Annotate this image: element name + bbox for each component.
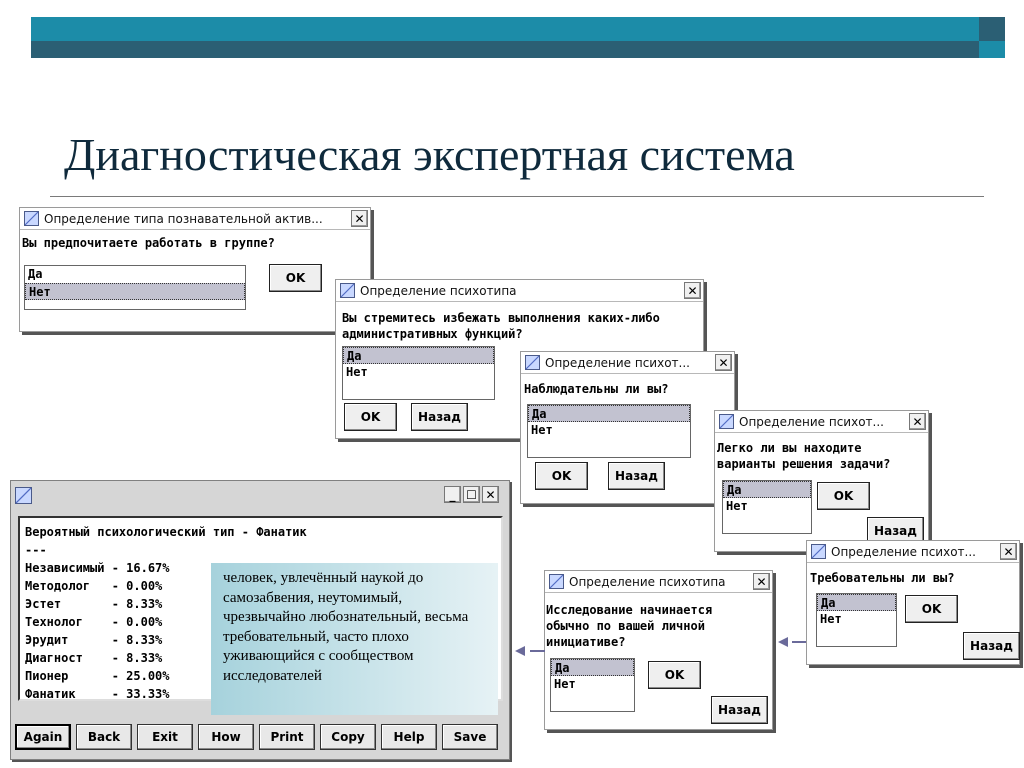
again-button[interactable]: Again: [15, 724, 71, 750]
slide-top-bar: [31, 17, 979, 41]
psychotype-description: человек, увлечённый наукой до самозабвен…: [211, 563, 498, 715]
dialog-titlebar[interactable]: Определение психотипа ✕: [336, 280, 703, 302]
back-button[interactable]: Назад: [608, 462, 665, 490]
option-yes[interactable]: Да: [723, 481, 811, 498]
close-icon[interactable]: ✕: [909, 413, 926, 430]
arrow-line: [792, 641, 806, 643]
question-text: Вы предпочитаете работать в группе?: [22, 236, 275, 250]
dialog-psychotype-observant: Определение психот... ✕ Наблюдательны ли…: [520, 351, 735, 504]
app-icon: [24, 211, 39, 226]
print-button[interactable]: Print: [259, 724, 315, 750]
slide-corner-square-light: [979, 41, 1005, 58]
result-row-fanatic: Фанатик - 33.33%: [25, 687, 170, 701]
ok-button[interactable]: OK: [648, 661, 701, 689]
copy-button[interactable]: Copy: [320, 724, 376, 750]
ok-button[interactable]: OK: [905, 595, 958, 623]
dialog-titlebar[interactable]: Определение психотипа ✕: [545, 571, 772, 593]
back-button[interactable]: Назад: [711, 696, 768, 724]
back-button[interactable]: Назад: [411, 403, 468, 431]
answer-listbox[interactable]: Да Нет: [527, 404, 691, 458]
option-yes[interactable]: Да: [528, 405, 690, 422]
app-icon: [549, 574, 564, 589]
result-row-pioneer: Пионер - 25.00%: [25, 669, 170, 683]
question-text: Вы стремитесь избежать выполнения каких-…: [342, 311, 660, 341]
question-text: Исследование начинается обычно по вашей …: [546, 603, 713, 649]
slide-title: Диагностическая экспертная система: [64, 129, 795, 180]
app-icon: [719, 414, 734, 429]
ok-button[interactable]: OK: [344, 403, 397, 431]
dialog-psychotype-solutions: Определение психот... ✕ Легко ли вы нахо…: [714, 410, 929, 552]
answer-listbox[interactable]: Да Нет: [722, 480, 812, 534]
result-row-diagnostician: Диагност - 8.33%: [25, 651, 163, 665]
dialog-title: Определение психот...: [739, 414, 884, 429]
arrow-left-icon: [515, 646, 525, 656]
dialog-title: Определение типа познавательной актив...: [44, 211, 323, 226]
option-no[interactable]: Нет: [820, 612, 842, 626]
dialog-psychotype-demanding: Определение психот... ✕ Требовательны ли…: [806, 540, 1020, 665]
dialog-titlebar[interactable]: Определение психот... ✕: [807, 541, 1019, 563]
result-row-esthete: Эстет - 8.33%: [25, 597, 163, 611]
ok-button[interactable]: OK: [817, 482, 870, 510]
dialog-titlebar[interactable]: Определение психот... ✕: [521, 352, 734, 374]
save-button[interactable]: Save: [442, 724, 498, 750]
question-text: Легко ли вы находите варианты решения за…: [717, 441, 891, 471]
result-row-erudite: Эрудит - 8.33%: [25, 633, 163, 647]
dialog-title: Определение психот...: [545, 355, 690, 370]
exit-button[interactable]: Exit: [137, 724, 193, 750]
back-button[interactable]: Назад: [963, 632, 1020, 660]
title-divider: [50, 196, 984, 197]
close-icon[interactable]: ✕: [482, 486, 499, 503]
close-icon[interactable]: ✕: [684, 282, 701, 299]
dialog-titlebar[interactable]: Определение психот... ✕: [715, 411, 928, 433]
arrow-left-icon: [778, 637, 788, 647]
option-no[interactable]: Нет: [25, 283, 245, 300]
option-no[interactable]: Нет: [726, 499, 748, 513]
close-icon[interactable]: ✕: [753, 573, 770, 590]
result-separator: ---: [25, 543, 47, 557]
option-yes[interactable]: Да: [343, 347, 494, 364]
app-icon: [15, 486, 32, 504]
ok-button[interactable]: OK: [269, 264, 322, 292]
answer-listbox[interactable]: Да Нет: [342, 346, 495, 400]
dialog-title: Определение психотипа: [569, 574, 726, 589]
close-icon[interactable]: ✕: [1000, 543, 1017, 560]
app-icon: [811, 544, 826, 559]
result-header: Вероятный психологический тип - Фанатик: [25, 525, 307, 539]
result-row-methodologist: Методолог - 0.00%: [25, 579, 163, 593]
dialog-psychotype-initiative: Определение психотипа ✕ Исследование нач…: [544, 570, 773, 730]
maximize-icon[interactable]: ☐: [463, 486, 480, 503]
dialog-titlebar[interactable]: Определение типа познавательной актив...…: [20, 208, 370, 230]
result-row-technologist: Технолог - 0.00%: [25, 615, 163, 629]
dialog-title: Определение психотипа: [360, 283, 517, 298]
arrow-line: [530, 650, 545, 652]
question-text: Требовательны ли вы?: [810, 571, 955, 585]
answer-listbox[interactable]: Да Нет: [816, 593, 897, 647]
ok-button[interactable]: OK: [535, 462, 588, 490]
option-no[interactable]: Нет: [346, 365, 368, 379]
back-button[interactable]: Back: [76, 724, 132, 750]
question-text: Наблюдательны ли вы?: [524, 382, 669, 396]
answer-listbox[interactable]: Да Нет: [550, 658, 635, 712]
result-row-independent: Независимый - 16.67%: [25, 561, 170, 575]
result-titlebar[interactable]: _ ☐ ✕: [11, 481, 509, 509]
app-icon: [340, 283, 355, 298]
slide-top-bar-dark: [31, 41, 979, 58]
result-toolbar: Again Back Exit How Print Copy Help Save: [15, 724, 503, 752]
option-no[interactable]: Нет: [531, 423, 553, 437]
option-yes[interactable]: Да: [551, 659, 634, 676]
help-button[interactable]: Help: [381, 724, 437, 750]
answer-listbox[interactable]: Да Нет: [24, 265, 246, 310]
dialog-cognitive-type: Определение типа познавательной актив...…: [19, 207, 371, 332]
option-no[interactable]: Нет: [554, 677, 576, 691]
slide-corner-square: [979, 17, 1005, 41]
option-yes[interactable]: Да: [28, 267, 43, 281]
option-yes[interactable]: Да: [817, 594, 896, 611]
close-icon[interactable]: ✕: [715, 354, 732, 371]
close-icon[interactable]: ✕: [351, 210, 368, 227]
dialog-title: Определение психот...: [831, 544, 976, 559]
app-icon: [525, 355, 540, 370]
minimize-icon[interactable]: _: [444, 486, 461, 503]
how-button[interactable]: How: [198, 724, 254, 750]
